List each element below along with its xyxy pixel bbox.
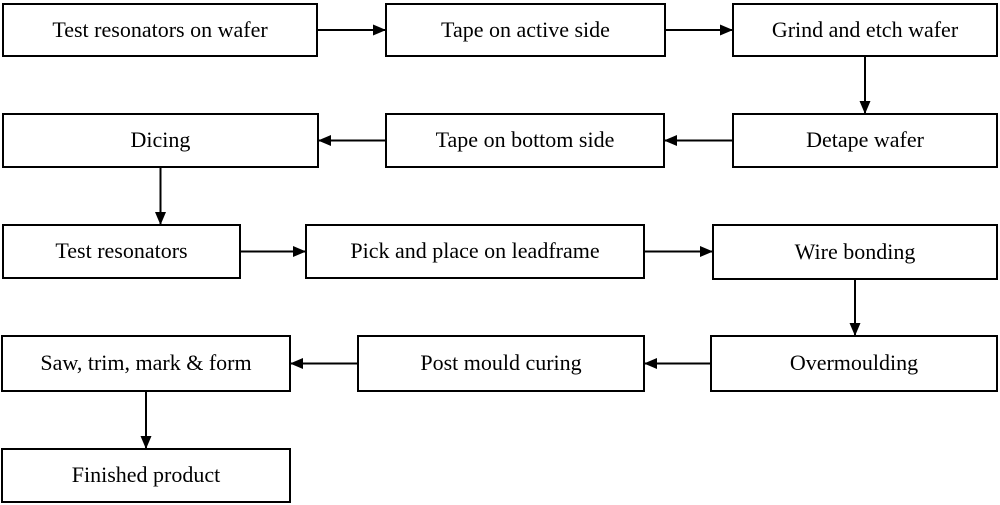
flow-node-label: Overmoulding bbox=[789, 350, 919, 376]
flow-node-label: Dicing bbox=[130, 127, 191, 153]
flow-node-label: Finished product bbox=[71, 462, 221, 488]
flow-node-label: Detape wafer bbox=[806, 127, 924, 153]
flow-node-label: Wire bonding bbox=[794, 238, 916, 264]
flow-node-label: Test resonators on wafer bbox=[52, 16, 268, 42]
flow-node-label: Tape on active side bbox=[441, 16, 610, 42]
flow-node-dicing: Dicing bbox=[2, 113, 319, 168]
flow-node-test-resonators: Test resonators bbox=[2, 224, 241, 279]
flow-node-label: Grind and etch wafer bbox=[771, 16, 959, 42]
flow-node-grind-and-etch-wafer: Grind and etch wafer bbox=[732, 3, 998, 57]
flow-node-finished-product: Finished product bbox=[1, 448, 291, 503]
flow-node-pick-and-place-on-leadframe: Pick and place on leadframe bbox=[305, 224, 645, 279]
flow-node-wire-bonding: Wire bonding bbox=[712, 224, 998, 280]
flow-node-tape-on-active-side: Tape on active side bbox=[385, 3, 666, 57]
flow-node-test-resonators-on-wafer: Test resonators on wafer bbox=[2, 3, 318, 57]
flow-node-detape-wafer: Detape wafer bbox=[732, 113, 998, 168]
flow-node-label: Tape on bottom side bbox=[435, 127, 615, 153]
flow-node-label: Test resonators bbox=[55, 238, 188, 264]
flow-node-label: Saw, trim, mark & form bbox=[40, 350, 252, 376]
flow-node-label: Post mould curing bbox=[420, 350, 582, 376]
flow-node-saw-trim-mark-and-form: Saw, trim, mark & form bbox=[1, 335, 291, 392]
flow-node-tape-on-bottom-side: Tape on bottom side bbox=[385, 113, 665, 168]
flow-node-overmoulding: Overmoulding bbox=[710, 335, 998, 392]
flow-node-post-mould-curing: Post mould curing bbox=[357, 335, 645, 392]
flow-node-label: Pick and place on leadframe bbox=[350, 238, 600, 264]
